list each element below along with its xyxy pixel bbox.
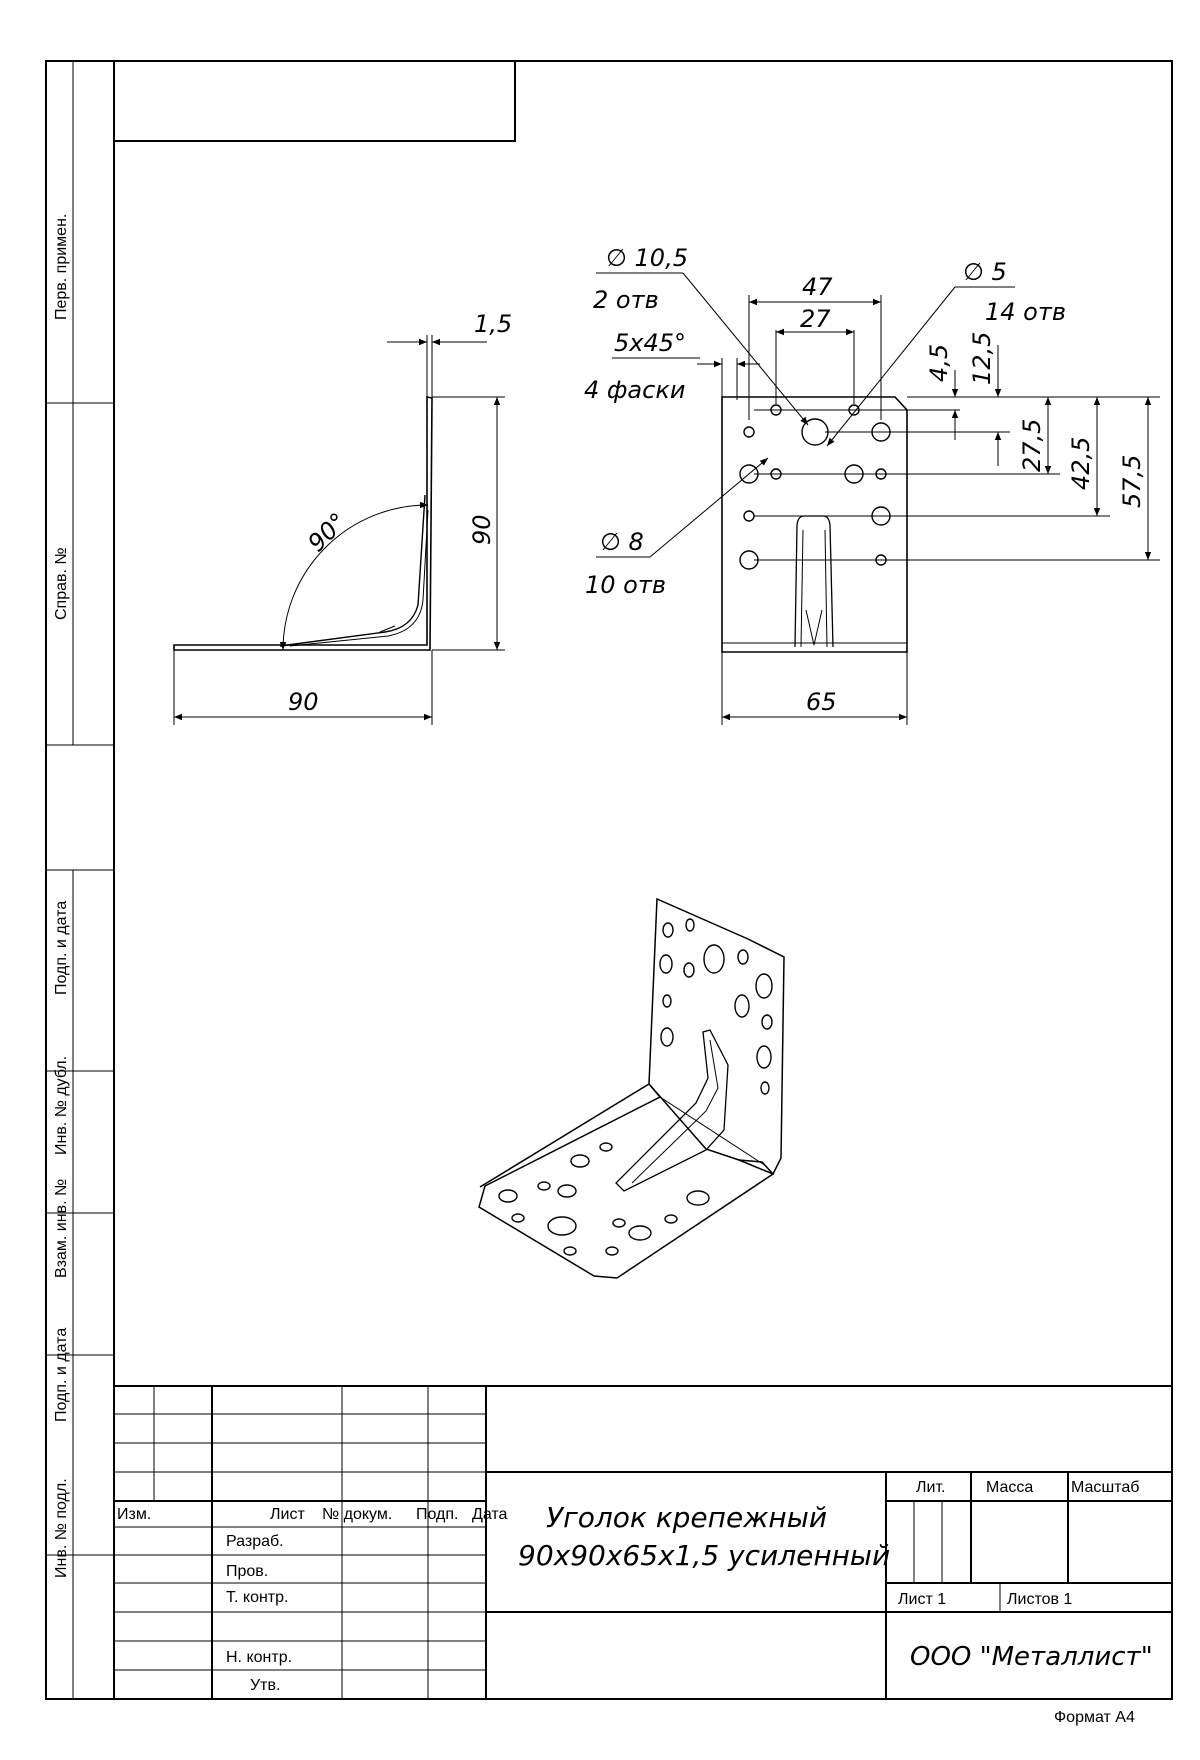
stamp-perv-primen: Перв. примен. — [53, 214, 70, 320]
drawing-title-line1: Уголок крепежный — [546, 1501, 827, 1534]
stamp-podp-data-2: Подп. и дата — [53, 1328, 70, 1422]
sheet-frame — [45, 60, 1173, 1700]
tb-lit: Лит. — [916, 1479, 945, 1496]
isometric-view — [478, 897, 785, 1279]
dim-4-5-label: 4,5 — [925, 344, 953, 382]
d10-5-count-label: 2 отв — [593, 286, 659, 314]
tb-podp: Подп. — [416, 1506, 459, 1523]
dim-27-5-label: 27,5 — [1018, 419, 1046, 472]
tb-listov-1: Листов 1 — [1007, 1591, 1072, 1608]
iso-rib — [615, 1029, 729, 1192]
tb-utv: Утв. — [250, 1677, 280, 1694]
stamp-vzam-inv: Взам. инв. № — [53, 1179, 70, 1278]
dim-65-label: 65 — [806, 688, 837, 716]
tb-razrab: Разраб. — [226, 1533, 284, 1550]
dim-27-label: 27 — [800, 305, 831, 333]
stamp-inv-podl: Инв. № подл. — [53, 1478, 70, 1578]
dim-47-label: 47 — [802, 273, 833, 301]
side-width-label: 90 — [288, 688, 319, 716]
d10-5-label: ∅ 10,5 — [606, 244, 688, 272]
tb-massa: Масса — [986, 1479, 1033, 1496]
tb-izm: Изм. — [117, 1506, 151, 1523]
tb-list-1: Лист 1 — [898, 1591, 946, 1608]
side-height-label: 90 — [468, 514, 496, 545]
dim-42-5-label: 42,5 — [1067, 437, 1095, 490]
title-block: Изм. Лист № докум. Подп. Дата Разраб. Пр… — [114, 1385, 1172, 1699]
tb-list: Лист — [270, 1506, 305, 1523]
stamp-inv-dubl: Инв. № дубл. — [53, 1056, 70, 1155]
tb-prov: Пров. — [226, 1563, 268, 1580]
tb-data: Дата — [472, 1506, 508, 1523]
tb-t-kontr: Т. контр. — [226, 1589, 288, 1606]
side-angle-label: 90° — [302, 507, 352, 557]
tb-no-dokum: № докум. — [322, 1506, 392, 1523]
d8-label: ∅ 8 — [600, 528, 644, 556]
side-thickness-label: 1,5 — [474, 310, 512, 338]
company-name: ООО "Металлист" — [910, 1642, 1153, 1672]
side-view: 90° 1,5 90 90 — [173, 310, 512, 725]
hole-d5 — [743, 426, 755, 438]
chamfer-label: 5x45° — [614, 329, 686, 357]
d5-label: ∅ 5 — [963, 258, 1007, 286]
stamp-sprav-no: Справ. № — [53, 547, 70, 620]
drawing-title-line2: 90x90x65x1,5 усиленный — [518, 1539, 890, 1572]
format-label: Формат А4 — [1054, 1709, 1135, 1726]
d8-count-label: 10 отв — [585, 571, 666, 599]
dim-57-5-label: 57,5 — [1118, 455, 1146, 508]
chamfer-count-label: 4 фаски — [584, 376, 685, 404]
hole-d5 — [743, 510, 755, 522]
reinforcing-rib — [794, 515, 834, 648]
stamp-podp-data-1: Подп. и дата — [53, 901, 70, 995]
dim-12-5-label: 12,5 — [968, 332, 996, 385]
left-stamp-column: Перв. примен. Справ. № Подп. и дата Инв.… — [45, 61, 114, 1699]
front-view: 4,5 12,5 27,5 42,5 57,5 47 27 5x45° 4 фа… — [584, 244, 1160, 725]
top-left-stamp-box — [113, 60, 516, 142]
d5-count-label: 14 отв — [985, 298, 1066, 326]
tb-masshtab: Масштаб — [1071, 1479, 1139, 1496]
tb-n-kontr: Н. контр. — [226, 1649, 292, 1666]
